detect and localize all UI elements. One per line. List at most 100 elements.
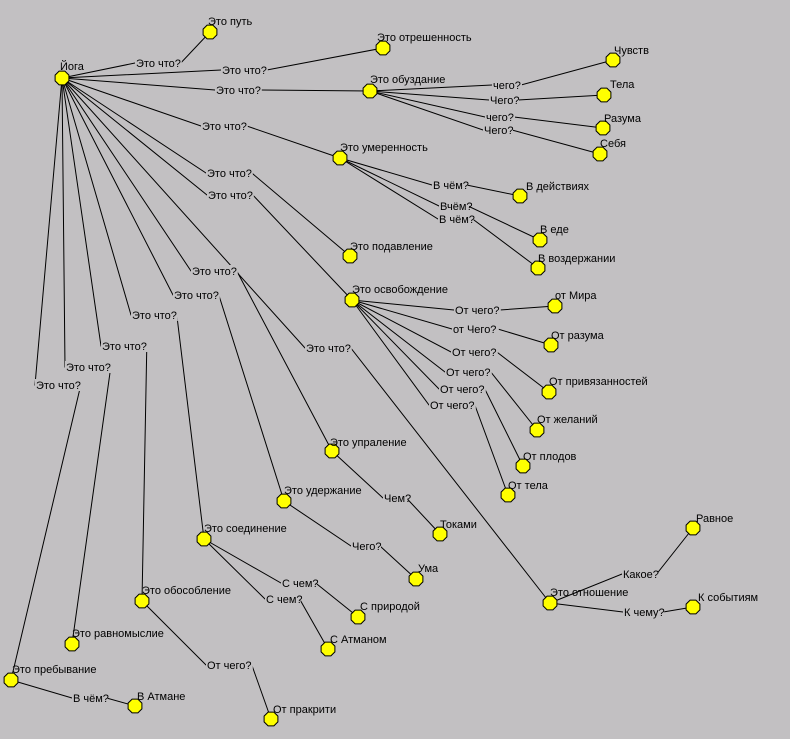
node-umeren[interactable]: Это умеренность	[332, 142, 428, 166]
edge-umeren-vede	[339, 157, 541, 241]
node-circle-icon[interactable]	[592, 146, 608, 162]
node-ottela[interactable]: От тела	[500, 480, 549, 503]
node-obuzd[interactable]: Это обуздание	[362, 74, 445, 99]
node-soedin[interactable]: Это соединение	[196, 523, 287, 547]
node-circle-icon[interactable]	[350, 609, 366, 625]
node-circle-icon[interactable]	[196, 531, 212, 547]
node-vvozd[interactable]: В воздержании	[530, 253, 615, 276]
node-circle-icon[interactable]	[532, 232, 548, 248]
node-vdeistv[interactable]: В действиях	[512, 181, 590, 204]
edge-label: В чём?	[433, 180, 469, 192]
edge-label-background	[623, 606, 665, 618]
node-circle-icon[interactable]	[500, 487, 516, 503]
node-label: Это соединение	[204, 523, 287, 535]
node-podavl[interactable]: Это подавление	[342, 241, 433, 264]
edge-label-background	[206, 659, 253, 671]
node-circle-icon[interactable]	[64, 636, 80, 652]
node-spriroda[interactable]: С природой	[350, 601, 420, 625]
node-circle-icon[interactable]	[324, 443, 340, 459]
node-circle-icon[interactable]	[685, 520, 701, 536]
node-circle-icon[interactable]	[362, 83, 378, 99]
edge-label: От чего?	[430, 400, 475, 412]
edge-label-background	[305, 342, 352, 354]
node-circle-icon[interactable]	[605, 52, 621, 68]
node-sebya[interactable]: Себя	[592, 138, 626, 162]
node-circle-icon[interactable]	[596, 87, 612, 103]
node-otplodov[interactable]: От плодов	[515, 451, 577, 474]
node-label: Это обособление	[142, 585, 231, 597]
edge-label: С чем?	[282, 578, 319, 590]
node-circle-icon[interactable]	[595, 120, 611, 136]
node-circle-icon[interactable]	[127, 698, 143, 714]
node-circle-icon[interactable]	[408, 571, 424, 587]
node-tokami[interactable]: Токами	[432, 519, 477, 542]
node-obosob[interactable]: Это обособление	[134, 585, 231, 609]
node-label: Ума	[418, 563, 439, 575]
edge-uderzh-uma	[283, 500, 417, 580]
node-circle-icon[interactable]	[276, 493, 292, 509]
node-circle-icon[interactable]	[530, 260, 546, 276]
edge-label: Это что?	[222, 65, 267, 77]
node-circle-icon[interactable]	[3, 672, 19, 688]
node-razuma[interactable]: Разума	[595, 113, 642, 136]
node-circle-icon[interactable]	[515, 458, 531, 474]
node-chuvstv[interactable]: Чувств	[605, 45, 649, 68]
node-circle-icon[interactable]	[263, 711, 279, 727]
node-prebyv[interactable]: Это пребывание	[3, 664, 96, 688]
node-osvob[interactable]: Это освобождение	[344, 284, 448, 308]
edge-label-background	[439, 200, 469, 212]
node-satman[interactable]: С Атманом	[320, 634, 387, 657]
edge-label-background	[483, 124, 513, 136]
node-circle-icon[interactable]	[541, 384, 557, 400]
node-vede[interactable]: В еде	[532, 224, 569, 248]
node-ravnoe[interactable]: Равное	[685, 513, 733, 536]
node-otzhelan[interactable]: От желаний	[529, 414, 598, 438]
node-circle-icon[interactable]	[375, 40, 391, 56]
node-circle-icon[interactable]	[542, 595, 558, 611]
edge-label-background	[432, 179, 468, 191]
edge-label: Это что?	[132, 310, 177, 322]
edge-label: Это что?	[306, 343, 351, 355]
node-yoga[interactable]: Йога	[54, 60, 85, 86]
node-otmira[interactable]: от Мира	[547, 290, 597, 314]
node-label: Тела	[610, 79, 635, 91]
edge-label-background	[451, 346, 498, 358]
node-circle-icon[interactable]	[529, 422, 545, 438]
node-circle-icon[interactable]	[342, 248, 358, 264]
node-circle-icon[interactable]	[332, 150, 348, 166]
node-label: Йога	[60, 60, 85, 73]
node-otrazuma[interactable]: От разума	[543, 330, 605, 353]
node-label: Это удержание	[284, 485, 362, 497]
edge-label: Это что?	[136, 58, 181, 70]
node-circle-icon[interactable]	[320, 641, 336, 657]
edge-label-background	[221, 64, 268, 76]
node-otprivyaz[interactable]: От привязанностей	[541, 376, 648, 400]
node-otnosh[interactable]: Это отношение	[542, 587, 628, 611]
node-label: К событиям	[698, 592, 758, 604]
node-tela[interactable]: Тела	[596, 79, 635, 103]
node-circle-icon[interactable]	[432, 526, 448, 542]
node-circle-icon[interactable]	[134, 593, 150, 609]
node-vatmane[interactable]: В Атмане	[127, 691, 185, 714]
node-label: Это отношение	[550, 587, 628, 599]
node-ravnomysl[interactable]: Это равномыслие	[64, 628, 164, 652]
edge-label-background	[351, 540, 381, 552]
node-put[interactable]: Это путь	[202, 16, 252, 40]
node-upral[interactable]: Это упраление	[324, 437, 407, 459]
edge-label-background	[265, 593, 301, 605]
edge-label-background	[101, 340, 148, 352]
node-otprakriti[interactable]: От пракрити	[263, 704, 336, 727]
node-uma[interactable]: Ума	[408, 563, 439, 587]
node-circle-icon[interactable]	[202, 24, 218, 40]
node-circle-icon[interactable]	[547, 298, 563, 314]
node-circle-icon[interactable]	[543, 337, 559, 353]
node-uderzh[interactable]: Это удержание	[276, 485, 362, 509]
node-label: От желаний	[537, 414, 598, 426]
edge-yoga-upral	[61, 77, 333, 452]
node-circle-icon[interactable]	[344, 292, 360, 308]
node-ksobyt[interactable]: К событиям	[685, 592, 758, 615]
node-otresh[interactable]: Это отрешенность	[375, 32, 472, 56]
node-circle-icon[interactable]	[685, 599, 701, 615]
node-circle-icon[interactable]	[512, 188, 528, 204]
node-circle-icon[interactable]	[54, 70, 70, 86]
